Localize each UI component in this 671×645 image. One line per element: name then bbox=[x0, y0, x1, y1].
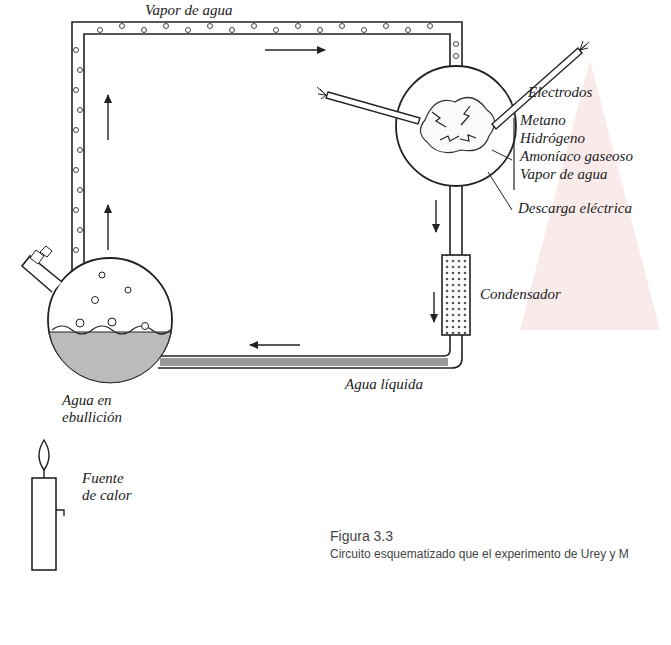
gas-label: Vapor de agua bbox=[520, 166, 608, 183]
liquid-water bbox=[160, 358, 448, 366]
vapour-bubble bbox=[78, 188, 83, 193]
boiling-bubbles bbox=[76, 272, 149, 330]
side-neck bbox=[22, 256, 62, 292]
vapour-bubble bbox=[74, 208, 79, 213]
vapour-bubble bbox=[74, 128, 79, 133]
boiling-flask bbox=[48, 258, 172, 382]
leader-line bbox=[492, 150, 512, 160]
glass-tube bbox=[72, 22, 462, 300]
vapour-bubble bbox=[384, 24, 389, 29]
water-surface bbox=[52, 326, 170, 334]
vapour-bubble bbox=[362, 28, 367, 33]
figure-number: Figura 3.3 bbox=[330, 528, 393, 544]
vapour-bubble bbox=[74, 48, 79, 53]
vapour-bubble bbox=[78, 228, 83, 233]
vapour-bubble bbox=[296, 24, 301, 29]
candle-holder bbox=[56, 510, 64, 516]
part-label: Fuente de calor bbox=[82, 470, 134, 505]
flow-arrow bbox=[108, 50, 436, 345]
vapour-bubble bbox=[454, 42, 459, 47]
vapour-bubble bbox=[318, 28, 323, 33]
part-label: Electrodos bbox=[528, 84, 592, 101]
vapour-bubble bbox=[74, 168, 79, 173]
electric-spark bbox=[432, 106, 476, 141]
part-label: Agua en ebullición bbox=[62, 392, 142, 427]
vapour-bubble bbox=[454, 54, 459, 59]
gas-label: Hidrógeno bbox=[520, 130, 585, 147]
vapour-bubble bbox=[406, 28, 411, 33]
vapour-bubble bbox=[274, 28, 279, 33]
gas-label: Amoníaco gaseoso bbox=[520, 148, 633, 165]
vapour-bubble bbox=[252, 24, 257, 29]
vapour-bubble bbox=[340, 24, 345, 29]
stopper bbox=[30, 246, 52, 264]
vapour-bubble bbox=[78, 108, 83, 113]
boiling-water bbox=[49, 332, 171, 383]
wick bbox=[43, 470, 44, 478]
vapour-bubble bbox=[428, 24, 433, 29]
vapour-bubble bbox=[186, 28, 191, 33]
glass-tube bbox=[158, 185, 462, 368]
vapour-bubble bbox=[78, 68, 83, 73]
part-label: Vapor de agua bbox=[145, 2, 233, 19]
figure-caption: Circuito esquematizado que el experiment… bbox=[330, 548, 660, 562]
vapour-bubble bbox=[230, 28, 235, 33]
part-label: Descarga eléctrica bbox=[518, 200, 632, 217]
condenser bbox=[442, 255, 470, 335]
vapour-bubble bbox=[120, 24, 125, 29]
vapour-bubble bbox=[98, 28, 103, 33]
vapour-bubble bbox=[142, 28, 147, 33]
gas-label: Metano bbox=[520, 112, 566, 129]
vapour-bubble bbox=[78, 148, 83, 153]
flame bbox=[39, 440, 49, 470]
vapour-bubble bbox=[208, 24, 213, 29]
candle bbox=[32, 478, 56, 570]
part-label: Agua líquida bbox=[345, 376, 423, 393]
bracket bbox=[513, 118, 514, 190]
gas-cloud bbox=[420, 98, 494, 153]
leader-line bbox=[488, 172, 512, 210]
vapour-bubble bbox=[74, 88, 79, 93]
vapour-bubble bbox=[74, 248, 79, 253]
vapour-bubble bbox=[164, 24, 169, 29]
part-label: Condensador bbox=[480, 286, 561, 303]
